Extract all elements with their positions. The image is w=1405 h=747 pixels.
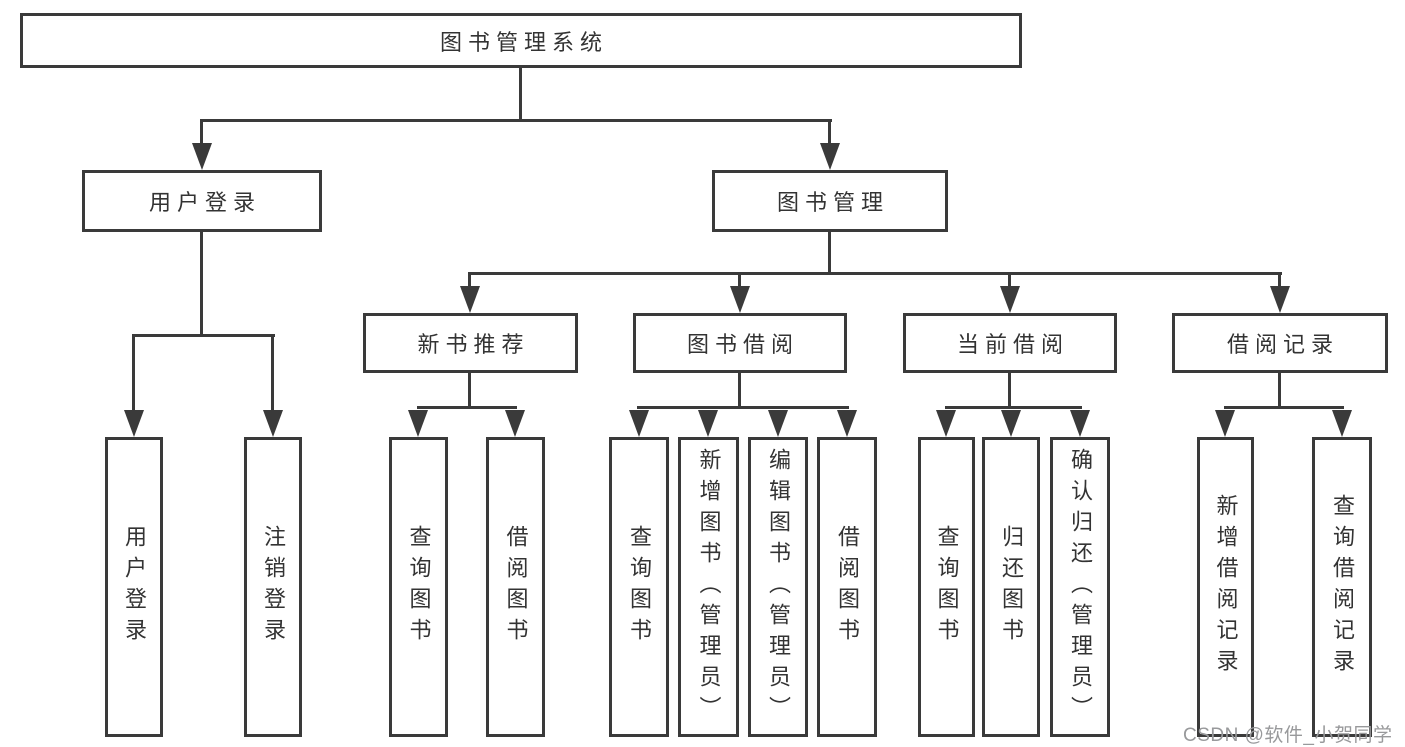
add-book-admin-leaf-box: 新增图书（管理员） [678, 437, 739, 737]
user-login-leaf-label: 用户登录 [122, 525, 147, 649]
arrow-to-return-book [1001, 410, 1021, 437]
connector-borrowing-records-stem [1278, 371, 1281, 409]
connector-root-bar [200, 119, 832, 122]
arrow-to-current-borrowing [1000, 286, 1020, 313]
return-book-leaf-box: 归还图书 [982, 437, 1040, 737]
arrow-to-user-login [192, 143, 212, 170]
confirm-return-admin-leaf-label: 确认归还（管理员） [1068, 447, 1093, 727]
arrow-to-borrow-books-2 [837, 410, 857, 437]
connector-drop-current-borrowing [1008, 272, 1011, 288]
connector-user-login-drop-left [132, 334, 135, 412]
connector-drop-book-borrowing [738, 272, 741, 288]
root-box-library-management-system: 图书管理系统 [20, 13, 1022, 68]
book-management-box: 图书管理 [712, 170, 948, 232]
query-books-leaf-box-2: 查询图书 [609, 437, 669, 737]
query-books-leaf-label-2: 查询图书 [627, 525, 652, 649]
arrow-to-book-borrowing [730, 286, 750, 313]
connector-drop-borrowing-records [1278, 272, 1281, 288]
query-books-leaf-label-3: 查询图书 [934, 525, 960, 649]
connector-drop-new-book [468, 272, 471, 288]
csdn-watermark: CSDN @软件_小贺同学 [1183, 725, 1393, 746]
add-borrow-record-leaf-box: 新增借阅记录 [1197, 437, 1254, 737]
user-login-box-label: 用户登录 [148, 190, 261, 215]
connector-new-book-bar [417, 406, 517, 409]
connector-book-management-bar [468, 272, 1282, 275]
arrow-to-query-books-2 [629, 410, 649, 437]
connector-book-borrowing-bar [637, 406, 849, 409]
connector-user-login-bar [132, 334, 275, 337]
arrow-to-user-login-leaf [124, 410, 144, 437]
borrowing-records-box: 借阅记录 [1172, 313, 1388, 373]
arrow-to-add-book-admin [698, 410, 718, 437]
connector-new-book-stem [468, 371, 471, 409]
current-borrowing-label: 当前借阅 [956, 332, 1069, 357]
arrow-to-book-management [820, 143, 840, 170]
user-login-leaf-box: 用户登录 [105, 437, 163, 737]
arrow-to-new-book-recommendation [460, 286, 480, 313]
new-book-recommendation-label: 新书推荐 [417, 332, 530, 357]
connector-root-drop-right [828, 119, 831, 146]
query-borrow-record-leaf-label: 查询借阅记录 [1330, 494, 1355, 680]
edit-book-admin-leaf-box: 编辑图书（管理员） [748, 437, 808, 737]
root-box-label: 图书管理系统 [439, 29, 608, 55]
current-borrowing-box: 当前借阅 [903, 313, 1117, 373]
arrow-to-borrow-books-1 [505, 410, 525, 437]
book-borrowing-label: 图书借阅 [686, 332, 799, 357]
borrow-books-leaf-box-2: 借阅图书 [817, 437, 877, 737]
query-books-leaf-label-1: 查询图书 [406, 525, 432, 649]
borrow-books-leaf-box-1: 借阅图书 [486, 437, 545, 737]
arrow-to-confirm-return-admin [1070, 410, 1090, 437]
arrow-to-query-borrow-record [1332, 410, 1352, 437]
connector-user-login-drop-right [271, 334, 274, 412]
edit-book-admin-leaf-label: 编辑图书（管理员） [766, 447, 791, 727]
arrow-to-logout-leaf [263, 410, 283, 437]
book-borrowing-box: 图书借阅 [633, 313, 847, 373]
connector-borrowing-records-bar [1224, 406, 1344, 409]
query-books-leaf-box-3: 查询图书 [918, 437, 975, 737]
connector-root-stem [519, 66, 522, 121]
borrow-books-leaf-label-1: 借阅图书 [503, 525, 529, 649]
arrow-to-query-books-1 [408, 410, 428, 437]
logout-leaf-label: 注销登录 [261, 525, 286, 649]
connector-user-login-stem [200, 230, 203, 336]
query-borrow-record-leaf-box: 查询借阅记录 [1312, 437, 1372, 737]
user-login-box: 用户登录 [82, 170, 322, 232]
return-book-leaf-label: 归还图书 [999, 525, 1024, 649]
book-management-box-label: 图书管理 [776, 190, 889, 215]
logout-leaf-box: 注销登录 [244, 437, 302, 737]
new-book-recommendation-box: 新书推荐 [363, 313, 578, 373]
connector-current-borrowing-stem [1008, 371, 1011, 409]
add-borrow-record-leaf-label: 新增借阅记录 [1213, 494, 1239, 680]
borrow-books-leaf-label-2: 借阅图书 [835, 525, 860, 649]
confirm-return-admin-leaf-box: 确认归还（管理员） [1050, 437, 1110, 737]
borrowing-records-label: 借阅记录 [1226, 332, 1339, 357]
connector-book-management-stem [828, 230, 831, 275]
arrow-to-borrowing-records [1270, 286, 1290, 313]
add-book-admin-leaf-label: 新增图书（管理员） [696, 447, 722, 727]
connector-book-borrowing-stem [738, 371, 741, 409]
query-books-leaf-box-1: 查询图书 [389, 437, 448, 737]
connector-current-borrowing-bar [945, 406, 1082, 409]
connector-root-drop-left [200, 119, 203, 146]
arrow-to-edit-book-admin [768, 410, 788, 437]
arrow-to-add-borrow-record [1215, 410, 1235, 437]
arrow-to-query-books-3 [936, 410, 956, 437]
